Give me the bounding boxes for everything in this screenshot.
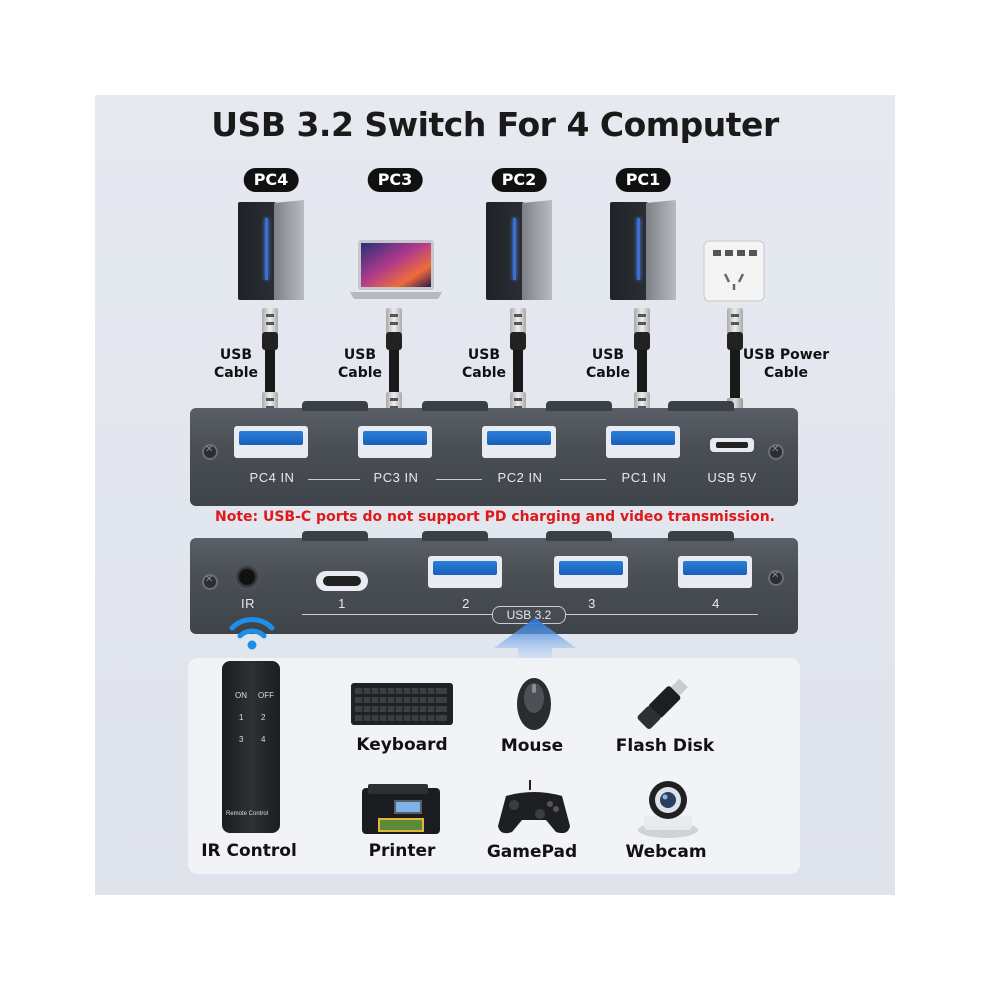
port-number-4: 4 bbox=[712, 596, 720, 611]
usb-cable-pc2 bbox=[513, 340, 523, 410]
usb-cable-pc4 bbox=[265, 340, 275, 410]
mouse-label: Mouse bbox=[500, 736, 564, 756]
pc4-in-label: PC4 IN bbox=[249, 470, 295, 485]
usb-3-2-badge: USB 3.2 bbox=[492, 606, 566, 624]
pc4-tower-icon bbox=[238, 200, 304, 300]
pc3-in-label: PC3 IN bbox=[373, 470, 419, 485]
usb-cable-pc3 bbox=[389, 340, 399, 410]
port-number-2: 2 bbox=[462, 596, 470, 611]
usb-c-note: Note: USB-C ports do not support PD char… bbox=[214, 509, 775, 525]
ir-label: IR bbox=[241, 596, 255, 611]
usb-port-3[interactable] bbox=[554, 556, 628, 588]
gamepad-icon bbox=[498, 780, 570, 834]
usb-cable-label: USB Cable bbox=[585, 347, 631, 381]
devices-panel bbox=[188, 658, 800, 874]
plug-boot bbox=[386, 332, 402, 350]
usb-c-port-1[interactable] bbox=[316, 571, 368, 591]
keyboard-label: Keyboard bbox=[356, 735, 448, 755]
remote-key-4: 4 bbox=[261, 735, 266, 744]
usb-port-4[interactable] bbox=[678, 556, 752, 588]
pc2-in-port[interactable] bbox=[482, 426, 556, 458]
remote-brand-label: Remote Control bbox=[226, 811, 269, 817]
pc2-in-label: PC2 IN bbox=[497, 470, 543, 485]
usb-power-cable-label: USB Power Cable bbox=[742, 347, 830, 381]
ir-sensor-icon bbox=[234, 564, 260, 590]
mouse-icon bbox=[517, 678, 551, 730]
usb-cable-pc1 bbox=[637, 340, 647, 410]
pc2-label: PC2 bbox=[491, 168, 547, 192]
pc1-in-label: PC1 IN bbox=[621, 470, 667, 485]
usb-cable-label: USB Cable bbox=[337, 347, 383, 381]
printer-label: Printer bbox=[368, 841, 436, 861]
plug-boot bbox=[510, 332, 526, 350]
pc3-laptop-icon bbox=[350, 240, 442, 299]
usb-plug-icon bbox=[262, 308, 278, 334]
micro-usb-port[interactable] bbox=[710, 438, 754, 452]
usb-plug-icon bbox=[386, 308, 402, 334]
wireless-signal-icon bbox=[229, 617, 275, 650]
usb-power-cable bbox=[730, 340, 740, 406]
usb-plug-icon bbox=[727, 308, 743, 334]
keyboard-icon bbox=[351, 683, 453, 725]
usb-port-2[interactable] bbox=[428, 556, 502, 588]
webcam-label: Webcam bbox=[625, 842, 707, 862]
usb-5v-label: USB 5V bbox=[707, 470, 757, 485]
plug-boot bbox=[727, 332, 743, 350]
switch-hub-rear: PC4 IN PC3 IN PC2 IN PC1 IN USB 5V bbox=[190, 401, 798, 506]
switch-hub-front: IR 1 2 3 4 USB 3.2 bbox=[190, 531, 798, 634]
power-outlet-icon bbox=[703, 240, 765, 302]
remote-on-label: ON bbox=[235, 691, 247, 700]
flash-disk-label: Flash Disk bbox=[615, 736, 715, 756]
remote-icon: ON OFF 1 2 3 4 Remote Control bbox=[222, 661, 280, 833]
flash-disk-icon bbox=[637, 678, 688, 730]
pc1-in-port[interactable] bbox=[606, 426, 680, 458]
pc3-label: PC3 bbox=[367, 168, 423, 192]
remote-key-1: 1 bbox=[239, 713, 244, 722]
pc4-in-port[interactable] bbox=[234, 426, 308, 458]
remote-key-2: 2 bbox=[261, 713, 266, 722]
port-number-3: 3 bbox=[588, 596, 596, 611]
plug-boot bbox=[262, 332, 278, 350]
page-title: USB 3.2 Switch For 4 Computer bbox=[211, 105, 779, 144]
pc4-label: PC4 bbox=[243, 168, 299, 192]
gamepad-label: GamePad bbox=[486, 842, 578, 862]
port-number-1: 1 bbox=[338, 596, 346, 611]
usb-plug-icon bbox=[510, 308, 526, 334]
usb-cable-label: USB Cable bbox=[461, 347, 507, 381]
usb-plug-icon bbox=[634, 308, 650, 334]
pc1-tower-icon bbox=[610, 200, 676, 300]
ir-control-label: IR Control bbox=[201, 841, 297, 861]
plug-boot bbox=[634, 332, 650, 350]
up-arrow-icon bbox=[494, 618, 576, 662]
webcam-icon bbox=[638, 781, 698, 838]
pc2-tower-icon bbox=[486, 200, 552, 300]
usb-cable-label: USB Cable bbox=[213, 347, 259, 381]
remote-off-label: OFF bbox=[258, 691, 274, 700]
remote-key-3: 3 bbox=[239, 735, 244, 744]
pc1-label: PC1 bbox=[615, 168, 671, 192]
pc3-in-port[interactable] bbox=[358, 426, 432, 458]
printer-icon bbox=[362, 784, 440, 834]
